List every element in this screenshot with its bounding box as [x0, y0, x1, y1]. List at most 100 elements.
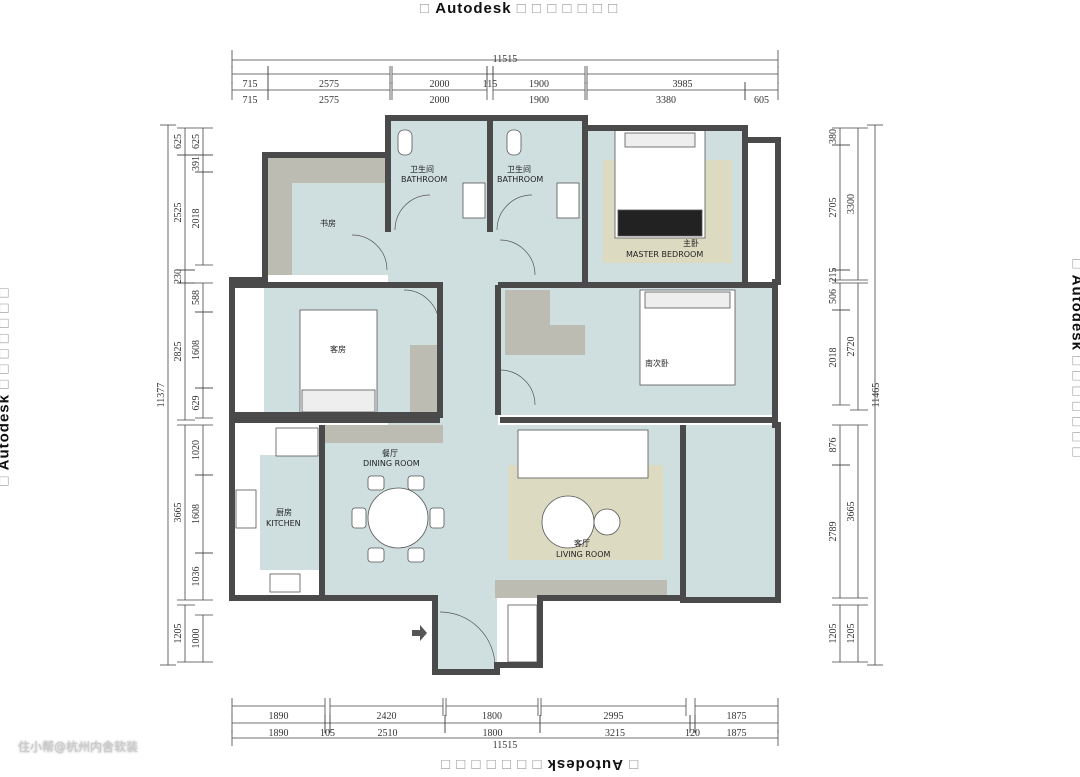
bath2-label-en: BATHROOM [497, 175, 543, 184]
bath2-label-cn: 卫生间 [507, 164, 531, 174]
dimension-label: 715 [243, 79, 258, 90]
second-pillows [644, 291, 731, 309]
second-niche [505, 290, 585, 355]
dimension-label: 105 [320, 728, 335, 739]
dimension-label: 2995 [604, 711, 624, 722]
kitchen-counter [260, 455, 320, 570]
bath1-label-en: BATHROOM [401, 175, 447, 184]
dimension-label: 1890 [269, 711, 289, 722]
guest-bed-blanket [301, 389, 376, 413]
tv-cabinet [495, 580, 667, 598]
dimension-label: 11377 [156, 383, 167, 408]
sink2 [556, 182, 580, 219]
dimension-label: 2420 [377, 711, 397, 722]
dimension-label: 629 [191, 396, 202, 411]
credit-watermark: 住小帮@杭州内舍软装 [18, 740, 139, 754]
dimension-label: 120 [685, 728, 700, 739]
dimension-label: 876 [828, 438, 839, 453]
watermark-top: □ Autodesk □ □ □ □ □ □ □ [420, 0, 619, 17]
master-bed-blanket [617, 209, 703, 237]
dimension-label: 2000 [430, 95, 450, 106]
toilet1 [397, 129, 413, 156]
dimension-label: 2575 [319, 79, 339, 90]
dimension-label: 115 [483, 79, 498, 90]
dimension-label: 1900 [529, 95, 549, 106]
dimension-label: 1000 [191, 629, 202, 649]
dimension-label: 3665 [173, 503, 184, 523]
master-door [499, 239, 536, 276]
dimension-label: 605 [754, 95, 769, 106]
sink1 [462, 182, 486, 219]
dimension-label: 11515 [493, 54, 518, 65]
dimension-label: 3215 [605, 728, 625, 739]
master-corridor-floor [495, 232, 590, 287]
dimension-label: 2018 [191, 209, 202, 229]
stove [269, 573, 301, 593]
dimension-label: 3665 [846, 502, 857, 522]
bath1-door [394, 194, 431, 231]
master-label-cn: 主卧 [683, 238, 699, 248]
dimension-label: 2018 [828, 348, 839, 368]
dimension-label: 506 [828, 289, 839, 304]
living-label-en: LIVING ROOM [556, 550, 611, 559]
study-label: 书房 [320, 218, 336, 228]
dimension-label: 1608 [191, 340, 202, 360]
shoe-cabinet [507, 604, 538, 663]
balcony-floor [745, 140, 775, 282]
dimension-label: 1800 [482, 711, 502, 722]
dimension-label: 625 [191, 134, 202, 149]
toilet2 [506, 129, 522, 156]
right-room-floor [683, 425, 775, 598]
dimension-label: 1900 [529, 79, 549, 90]
living-label-cn: 客厅 [574, 538, 590, 548]
study-door [351, 234, 388, 271]
dimension-label: 3300 [846, 194, 857, 214]
walls [229, 115, 781, 675]
coffee-table-small [593, 508, 621, 536]
dimension-label: 1205 [173, 624, 184, 644]
furniture [235, 129, 736, 663]
guest-window-seat [232, 285, 264, 415]
dimension-label: 2510 [378, 728, 398, 739]
kitchen-label-cn: 厨房 [276, 507, 292, 517]
dimension-label: 11515 [493, 740, 518, 751]
dimension-label: 2525 [173, 203, 184, 223]
dimension-label: 391 [191, 156, 202, 171]
doors [351, 194, 536, 668]
dimension-label: 625 [173, 134, 184, 149]
dimension-label: 1205 [828, 624, 839, 644]
dining-label-en: DINING ROOM [363, 459, 420, 468]
dimension-lines [160, 50, 883, 746]
dimension-label: 1608 [191, 504, 202, 524]
dimension-label: 2000 [430, 79, 450, 90]
dining-chairs [351, 475, 445, 563]
second-label: 南次卧 [645, 358, 669, 368]
fridge [275, 427, 319, 457]
master-label-en: MASTER BEDROOM [626, 250, 703, 259]
second-door [499, 369, 536, 406]
guest-wardrobe [410, 345, 438, 415]
dimension-label: 1020 [191, 440, 202, 460]
kitchen-label-en: KITCHEN [266, 519, 301, 528]
dimension-label: 715 [243, 95, 258, 106]
master-pillows [624, 132, 696, 148]
dimension-label: 1890 [269, 728, 289, 739]
dimension-label: 2789 [828, 522, 839, 542]
kitchen-sink [235, 489, 257, 529]
dimension-label: 1036 [191, 567, 202, 587]
room-labels: 书房 卫生间 BATHROOM 卫生间 BATHROOM 主卧 MASTER B… [266, 164, 703, 559]
dimension-label: 1205 [846, 624, 857, 644]
entry-door [439, 611, 496, 668]
outer-wall [229, 115, 781, 675]
dimension-label: 1875 [727, 728, 747, 739]
sofa [517, 429, 649, 479]
bath1-label-cn: 卫生间 [410, 164, 434, 174]
dimension-label: 3380 [656, 95, 676, 106]
guest-label: 客房 [330, 344, 346, 354]
dimension-label: 11465 [871, 383, 882, 408]
entry-floor [435, 598, 497, 672]
dimension-label: 1800 [483, 728, 503, 739]
dimension-label: 1875 [727, 711, 747, 722]
